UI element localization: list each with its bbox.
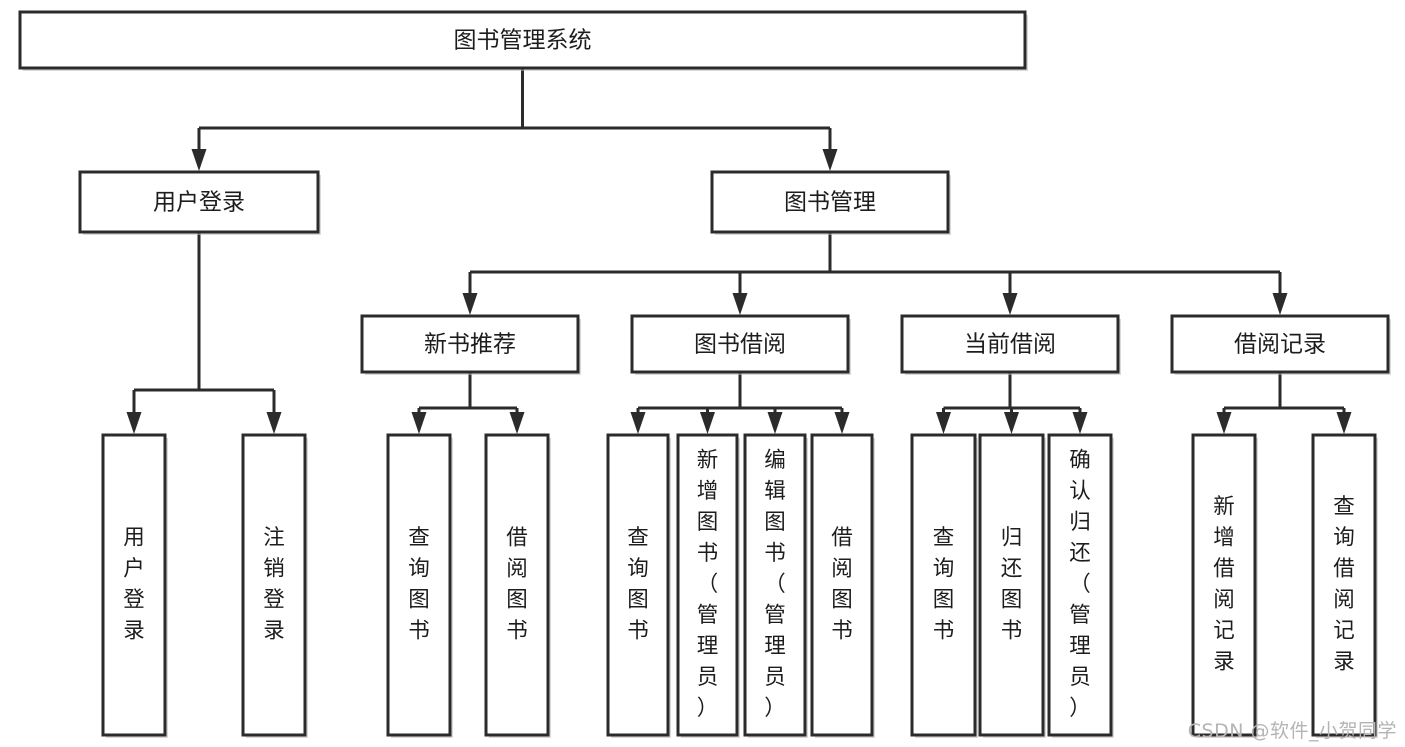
node-label: 图书管理系统	[454, 28, 592, 54]
node-book-borrow[interactable]: 图书借阅	[630, 314, 851, 375]
node-root[interactable]: 图书管理系统	[18, 10, 1028, 71]
node-layer: 图书管理系统用户登录图书管理新书推荐图书借阅当前借阅借阅记录用户登录注销登录查询…	[18, 10, 1391, 738]
node-book-manage[interactable]: 图书管理	[710, 170, 951, 235]
arrow-head-icon	[1216, 412, 1232, 434]
node-new-book-rec[interactable]: 新书推荐	[360, 314, 581, 375]
arrow-head-icon	[1002, 293, 1018, 315]
node-leaf-add-book-admin[interactable]: 新增图书（管理员）	[676, 433, 740, 738]
node-label: 图书借阅	[694, 332, 786, 358]
node-leaf-return-book[interactable]: 归还图书	[978, 433, 1046, 738]
arrow-head-icon	[509, 412, 525, 434]
node-label: 查询图书	[933, 526, 955, 644]
arrow-head-icon	[822, 149, 838, 171]
connector-layer	[126, 68, 1352, 434]
connector-group-book-manage	[462, 232, 1288, 315]
node-border	[630, 314, 850, 374]
arrow-head-icon	[1004, 412, 1019, 434]
node-leaf-confirm-return-admin[interactable]: 确认归还（管理员）	[1047, 433, 1114, 738]
node-user-login[interactable]: 用户登录	[78, 170, 321, 235]
node-label: 编辑图书（管理员）	[764, 448, 786, 721]
node-label: 归还图书	[1001, 526, 1023, 644]
arrow-head-icon	[411, 412, 427, 434]
node-border	[241, 433, 307, 737]
node-label: 确认归还（管理员）	[1069, 448, 1091, 721]
connector-group-book-borrow	[630, 372, 850, 434]
node-border	[978, 433, 1045, 737]
node-label: 图书管理	[784, 190, 876, 216]
node-border	[743, 433, 807, 737]
node-border	[810, 433, 874, 737]
node-border	[18, 10, 1027, 70]
node-border	[1170, 314, 1390, 374]
node-border	[606, 433, 670, 737]
node-border	[484, 433, 550, 737]
node-leaf-edit-book-admin[interactable]: 编辑图书（管理员）	[743, 433, 808, 738]
node-leaf-add-borrow-record[interactable]: 新增借阅记录	[1191, 433, 1258, 738]
node-label: 注销登录	[263, 526, 285, 644]
connector-group-new-book-rec	[411, 372, 525, 434]
node-label: 借阅图书	[506, 526, 528, 644]
arrow-head-icon	[834, 412, 850, 434]
node-border	[101, 433, 167, 737]
node-leaf-query-book-1[interactable]: 查询图书	[386, 433, 453, 738]
connector-group-borrow-record	[1216, 372, 1352, 434]
arrow-head-icon	[936, 412, 951, 434]
node-leaf-query-book-3[interactable]: 查询图书	[910, 433, 978, 738]
arrow-head-icon	[630, 412, 646, 434]
node-leaf-user-login[interactable]: 用户登录	[101, 433, 168, 738]
node-label: 新增借阅记录	[1213, 495, 1235, 675]
node-label: 新增图书（管理员）	[697, 448, 719, 721]
arrow-head-icon	[700, 412, 715, 434]
node-border	[386, 433, 452, 737]
arrow-head-icon	[1072, 412, 1088, 434]
node-leaf-query-borrow-record[interactable]: 查询借阅记录	[1311, 433, 1378, 738]
node-border	[910, 433, 977, 737]
arrow-head-icon	[1272, 293, 1288, 315]
node-leaf-borrow-book-2[interactable]: 借阅图书	[810, 433, 875, 738]
connector-group-user-login	[126, 232, 282, 434]
node-border	[676, 433, 739, 737]
node-leaf-user-logout[interactable]: 注销登录	[241, 433, 308, 738]
node-label: 查询借阅记录	[1333, 495, 1355, 675]
node-leaf-borrow-book-1[interactable]: 借阅图书	[484, 433, 551, 738]
node-label: 借阅记录	[1234, 332, 1326, 358]
node-border	[710, 170, 950, 234]
node-leaf-query-book-2[interactable]: 查询图书	[606, 433, 671, 738]
node-border	[1311, 433, 1377, 737]
arrow-head-icon	[191, 149, 207, 171]
arrow-head-icon	[126, 412, 142, 434]
arrow-head-icon	[767, 412, 783, 434]
node-border	[1191, 433, 1257, 737]
node-label: 查询图书	[627, 526, 649, 644]
node-border	[900, 314, 1120, 374]
connector-group-current-borrow	[936, 372, 1088, 434]
node-label: 用户登录	[123, 526, 145, 644]
node-border	[1047, 433, 1113, 737]
node-label: 借阅图书	[831, 526, 853, 644]
node-label: 查询图书	[408, 526, 430, 644]
arrow-head-icon	[1336, 412, 1352, 434]
node-label: 用户登录	[153, 190, 245, 216]
node-label: 新书推荐	[424, 332, 516, 358]
node-border	[360, 314, 580, 374]
node-borrow-record[interactable]: 借阅记录	[1170, 314, 1391, 375]
arrow-head-icon	[266, 412, 282, 434]
node-border	[78, 170, 320, 234]
node-label: 当前借阅	[964, 332, 1056, 358]
connector-group-root	[191, 68, 838, 171]
node-current-borrow[interactable]: 当前借阅	[900, 314, 1121, 375]
arrow-head-icon	[462, 293, 478, 315]
arrow-head-icon	[732, 293, 748, 315]
